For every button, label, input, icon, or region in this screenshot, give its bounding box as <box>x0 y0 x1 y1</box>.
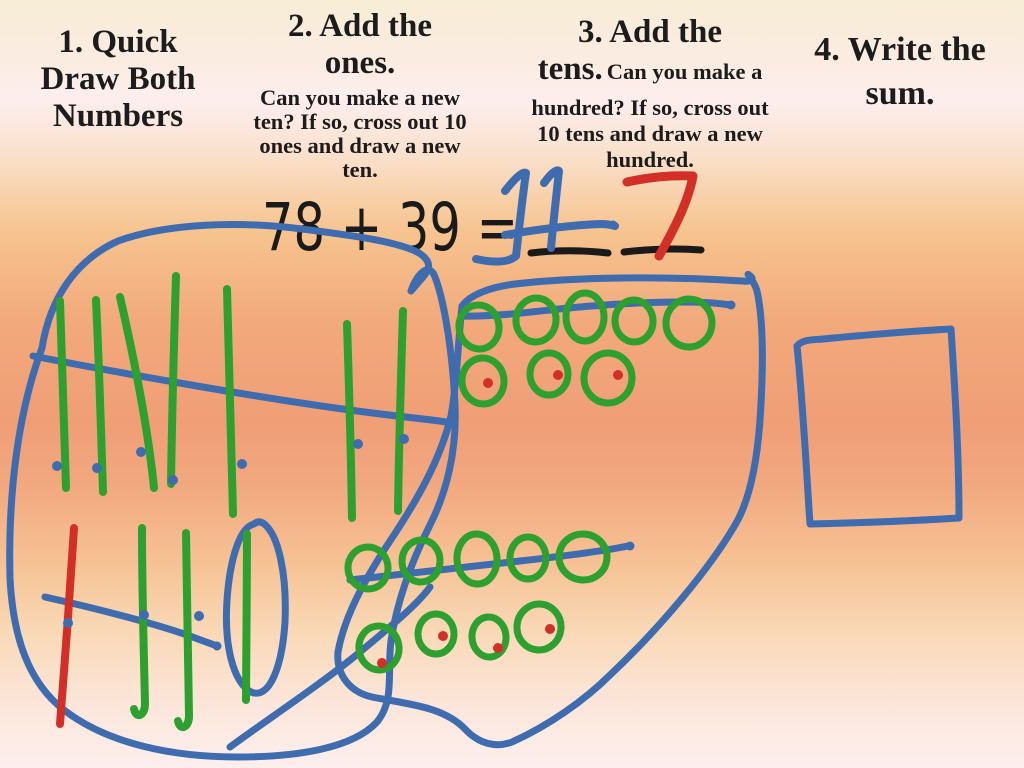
ten-count-dot <box>194 611 204 621</box>
stroke-end-dot <box>726 300 736 310</box>
one-39-circle <box>398 536 444 586</box>
sum-blank-tens <box>527 247 612 257</box>
ten-count-dot <box>92 463 102 473</box>
one-count-dot <box>493 643 503 653</box>
step-4-line: 4. Write the <box>814 31 986 68</box>
step-3-title-line: 3. Add the <box>578 14 722 50</box>
ten-count-dot <box>52 461 62 471</box>
step-3-instruction-line: hundred. <box>606 147 694 172</box>
one-78-circle <box>526 349 572 399</box>
tens-78-tally-2 <box>92 296 107 496</box>
step-3-instruction-inline: Can you make a <box>606 59 763 84</box>
step-1-line: Numbers <box>52 98 184 134</box>
step-1-line: Draw Both <box>40 61 196 97</box>
one-39-circle <box>414 610 458 658</box>
one-count-dot <box>483 378 493 388</box>
answer-ones-digit-7 <box>622 171 698 261</box>
tens-78-tally-3 <box>116 293 158 492</box>
step-2-instruction-line: ten? If so, cross out 10 <box>253 109 467 134</box>
step-2-instruction-line: ones and draw a new <box>259 133 461 158</box>
tens-78-tally-7 <box>394 307 407 515</box>
one-count-dot <box>377 658 387 668</box>
cross-out-tens-78 <box>29 352 456 427</box>
tens-group-loop <box>6 221 459 761</box>
step-3-title-word: tens. <box>537 51 603 87</box>
one-count-dot <box>613 370 623 380</box>
step-2-heading: 2. Add the ones. Can you make a new ten?… <box>246 8 474 182</box>
one-count-dot <box>553 370 563 380</box>
cross-out-ones-78 <box>458 298 734 320</box>
sweep-line <box>226 583 434 751</box>
tens-39-tally-2 <box>174 529 193 731</box>
one-39-circle <box>513 600 565 654</box>
step-1-line: 1. Quick <box>58 24 178 60</box>
one-39-circle <box>506 533 550 583</box>
tens-78-tally-5 <box>223 285 237 518</box>
ten-count-dot <box>139 610 149 620</box>
one-39-circle <box>344 543 392 593</box>
one-78-circle <box>580 349 636 407</box>
new-ten-circle <box>222 518 289 697</box>
one-78-circle <box>662 295 716 351</box>
one-78-circle <box>611 296 657 346</box>
step-2-instruction-line: Can you make a new <box>259 85 461 110</box>
step-4-heading: 4. Write the sum. <box>800 28 1000 116</box>
answer-tens-digit-1 <box>472 168 530 266</box>
one-39-circle <box>453 530 501 588</box>
step-4-line: sum. <box>865 75 935 112</box>
step-3-instruction-line: hundred? If so, cross out <box>531 95 769 120</box>
stroke-end-dot <box>608 220 618 230</box>
step-2-title-line: ones. <box>324 45 396 81</box>
stroke-end-dot <box>212 641 222 651</box>
tens-78-tally-1 <box>56 297 70 492</box>
answer-tens-digit-2 <box>540 166 563 252</box>
ten-count-dot <box>136 447 146 457</box>
ones-group-loop <box>334 270 766 749</box>
step-2-instruction-line: ten. <box>342 157 378 182</box>
one-39-circle <box>468 613 510 661</box>
one-78-circle <box>455 301 503 353</box>
tens-78-tally-6 <box>343 320 356 522</box>
one-78-circle <box>562 289 608 345</box>
ten-count-dot <box>399 434 409 444</box>
step-2-title-line: 2. Add the <box>288 8 432 44</box>
tens-39-tally-3 <box>242 530 251 704</box>
tens-78-tally-4 <box>167 272 180 488</box>
sum-box <box>793 325 963 528</box>
stroke-end-dot <box>625 541 635 551</box>
step-3-heading: 3. Add the tens. Can you make a hundred?… <box>528 14 772 173</box>
one-78-circle <box>512 294 560 346</box>
ten-count-dot <box>353 439 363 449</box>
one-39-circle <box>555 530 611 584</box>
ten-count-dot <box>237 459 247 469</box>
step-1-heading: 1. Quick Draw Both Numbers <box>18 24 218 135</box>
one-count-dot <box>438 631 448 641</box>
one-count-dot <box>545 624 555 634</box>
step-3-instruction-line: 10 tens and draw a new <box>537 121 763 146</box>
cross-out-tens-39 <box>41 593 221 650</box>
ten-count-dot <box>168 475 178 485</box>
ten-count-dot <box>63 618 73 628</box>
tens-39-tally-1 <box>130 524 149 719</box>
one-39-circle <box>355 622 403 674</box>
one-78-circle <box>458 354 508 408</box>
stroke-end-dot <box>447 418 457 428</box>
step-3-mixed-line: tens. Can you make a <box>528 51 772 95</box>
